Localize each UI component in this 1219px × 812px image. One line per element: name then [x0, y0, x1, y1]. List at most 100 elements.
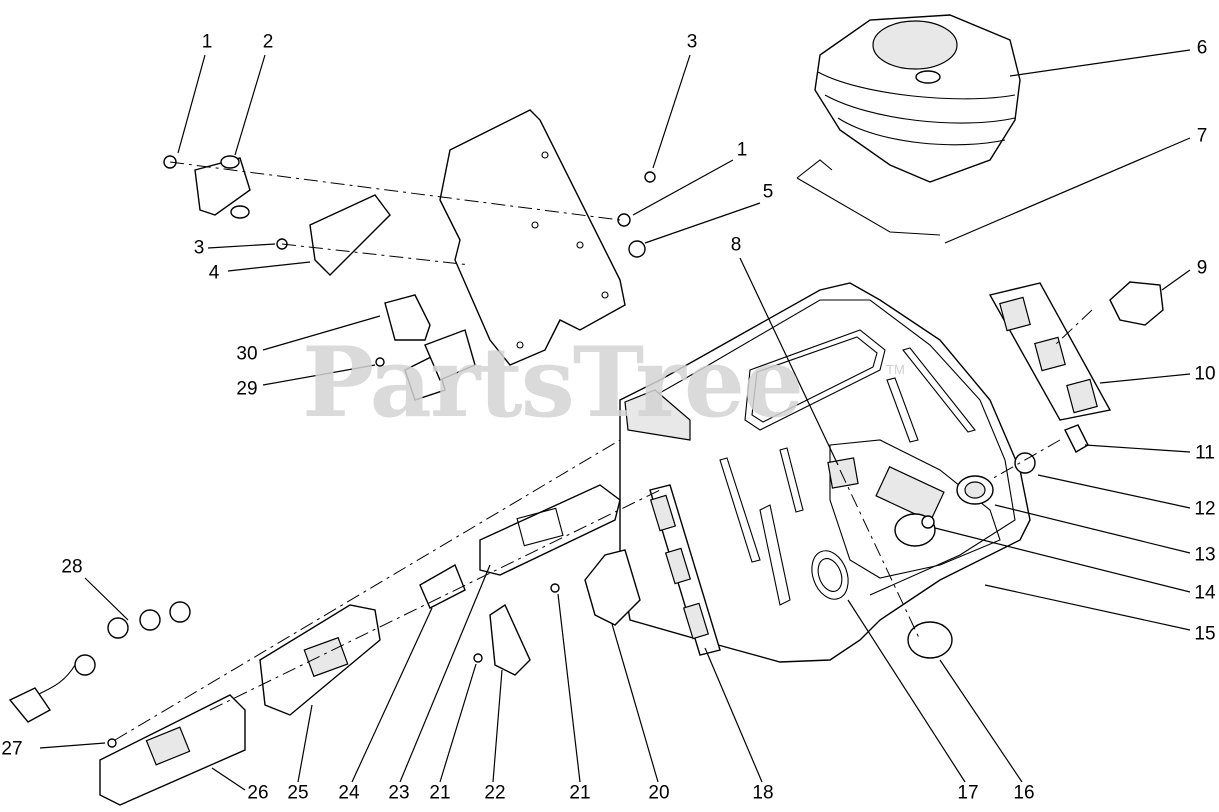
screw-21a — [473, 653, 483, 663]
bracket-22 — [489, 603, 531, 676]
trademark-mark: TM — [886, 362, 905, 377]
shift-boot-slot — [915, 70, 941, 84]
callout-23: 23 — [388, 782, 410, 804]
console-slot-2 — [902, 347, 976, 433]
console-oval-hole — [811, 550, 849, 600]
pin-11 — [1064, 424, 1089, 453]
bracket-20 — [584, 549, 641, 626]
plate-18-slot-3 — [682, 602, 710, 640]
callout-1: 1 — [201, 31, 213, 53]
shift-boot-opening — [872, 20, 958, 70]
callout-14: 14 — [1194, 582, 1216, 604]
console-window — [744, 329, 886, 431]
assembly-line-2 — [281, 243, 471, 266]
callout-29: 29 — [236, 378, 258, 400]
panel-25-button — [303, 636, 349, 678]
callout-1b: 1 — [736, 139, 748, 161]
plate-18-slot-2 — [664, 547, 692, 585]
switch-plate-slot-3 — [1066, 378, 1098, 414]
knob-16 — [907, 621, 953, 659]
parts-tree-watermark: PartsTree — [302, 326, 804, 439]
callout-12: 12 — [1194, 498, 1216, 520]
screw-21b — [550, 583, 560, 593]
callout-10: 10 — [1194, 363, 1216, 385]
relay-tab-top — [220, 155, 240, 169]
callout-4: 4 — [208, 262, 220, 284]
bracket-hole-2 — [531, 221, 539, 229]
bracket-hole-1 — [541, 151, 549, 159]
ignition-key-hole — [921, 515, 935, 529]
bezel-23 — [479, 484, 621, 576]
grommet-4 — [169, 601, 191, 623]
callout-28: 28 — [61, 556, 83, 578]
connector-block — [424, 329, 476, 381]
plate-18-slot-1 — [649, 494, 677, 532]
assembly-line-6 — [989, 439, 1061, 481]
bracket-hole-4 — [601, 291, 609, 299]
callout-21b: 21 — [569, 782, 591, 804]
assembly-line-4 — [209, 489, 661, 711]
callout-5: 5 — [762, 181, 774, 203]
callout-7: 7 — [1196, 125, 1208, 147]
panel-26-button — [145, 726, 191, 766]
console-slot-1 — [886, 377, 919, 443]
console-recess — [829, 439, 1001, 579]
bezel-23-window — [516, 507, 564, 547]
console-oval-hole-inner — [817, 558, 843, 592]
callout-24: 24 — [338, 782, 360, 804]
mount-bracket-plate — [439, 109, 626, 366]
console-window-inner — [751, 336, 878, 423]
assembly-line-5 — [1054, 309, 1093, 346]
callout-27: 27 — [1, 738, 23, 760]
console-opening — [875, 466, 945, 522]
console-front-face — [624, 389, 691, 441]
connector-9 — [1109, 281, 1164, 326]
callout-6: 6 — [1196, 37, 1208, 59]
leader-lines — [39, 49, 1191, 791]
callout-2: 2 — [262, 31, 274, 53]
assembly-line-3 — [114, 439, 621, 741]
cap-8 — [827, 457, 859, 489]
screw-27 — [107, 738, 117, 748]
assembly-line-1 — [169, 161, 621, 221]
washer-5 — [628, 240, 646, 258]
callout-20: 20 — [648, 782, 670, 804]
shift-boot-ridge-2 — [824, 94, 1016, 124]
callout-22: 22 — [484, 782, 506, 804]
switch-24 — [419, 563, 466, 609]
callout-25: 25 — [287, 782, 309, 804]
callout-18: 18 — [752, 782, 774, 804]
callout-13: 13 — [1194, 544, 1216, 566]
callout-15: 15 — [1194, 623, 1216, 645]
console-slot-3 — [779, 447, 804, 513]
assembly-line-7 — [839, 469, 921, 641]
dash-console-inner — [629, 299, 1016, 596]
washer-12 — [1014, 452, 1036, 474]
bracket-hole-3 — [576, 241, 584, 249]
callout-17: 17 — [957, 782, 979, 804]
grommet-1 — [74, 654, 96, 676]
switch-plate-slot-2 — [1034, 336, 1066, 372]
callout-9: 9 — [1196, 257, 1208, 279]
callout-30: 30 — [236, 343, 258, 365]
callout-21: 21 — [429, 782, 451, 804]
callout-26: 26 — [247, 782, 269, 804]
bracket-hole-5 — [516, 341, 524, 349]
screw-29 — [375, 357, 385, 367]
callout-8: 8 — [730, 234, 742, 256]
bezel-13-inner — [964, 481, 986, 499]
console-slot-4 — [719, 457, 761, 563]
shift-boot-ridge-1 — [817, 71, 1016, 100]
callout-3b: 3 — [193, 237, 205, 259]
control-module — [309, 194, 391, 276]
callout-3: 3 — [686, 31, 698, 53]
screw-3b — [644, 171, 656, 183]
callout-16: 16 — [1013, 782, 1035, 804]
shift-boot-ridge-3 — [837, 117, 1006, 146]
shift-rod — [796, 159, 941, 236]
relay-tab-bottom — [230, 205, 250, 219]
console-slot-5 — [759, 504, 791, 606]
switch-plate-slot-1 — [999, 296, 1031, 332]
grommet-2 — [107, 617, 129, 639]
